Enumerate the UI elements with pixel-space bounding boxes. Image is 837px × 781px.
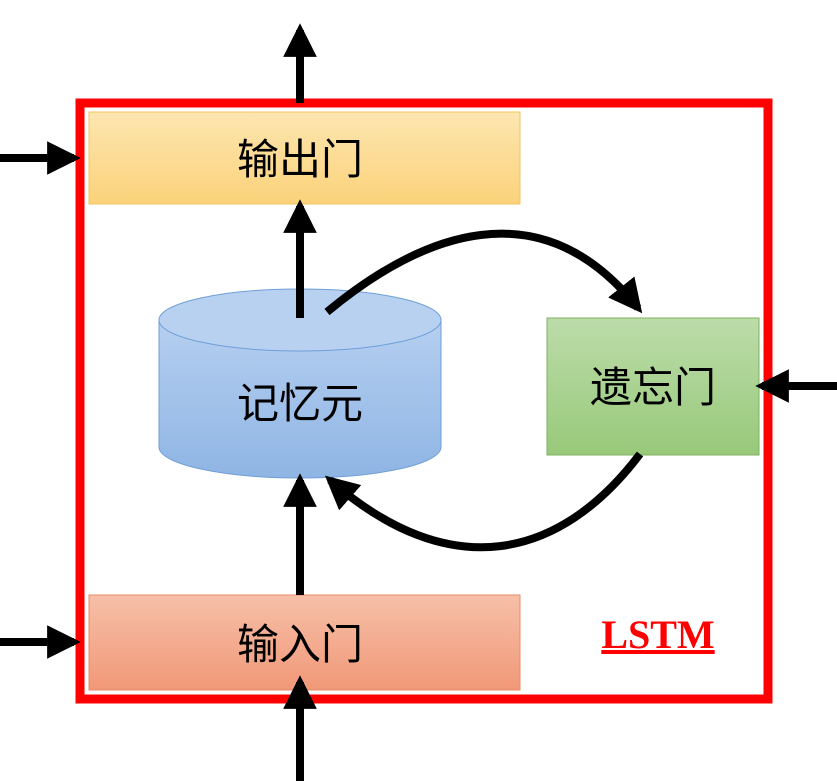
input-gate-label: 输入门 xyxy=(237,620,363,669)
forget-gate: 遗忘门 xyxy=(546,317,760,456)
output-gate-box xyxy=(88,111,521,205)
memory-cell: 记忆元 xyxy=(158,288,442,479)
cell-to-forget-curve xyxy=(324,229,643,316)
output-gate: 输出门 xyxy=(88,111,521,205)
forget-gate-label: 遗忘门 xyxy=(590,363,716,412)
lstm-title: LSTM xyxy=(601,612,714,657)
output-gate-label: 输出门 xyxy=(237,135,363,184)
input-gate: 输入门 xyxy=(88,594,521,691)
forget-gate-box xyxy=(546,317,760,456)
input-gate-box xyxy=(88,594,521,691)
forget-to-cell-curve xyxy=(324,451,644,552)
memory-cell-label: 记忆元 xyxy=(237,379,363,428)
